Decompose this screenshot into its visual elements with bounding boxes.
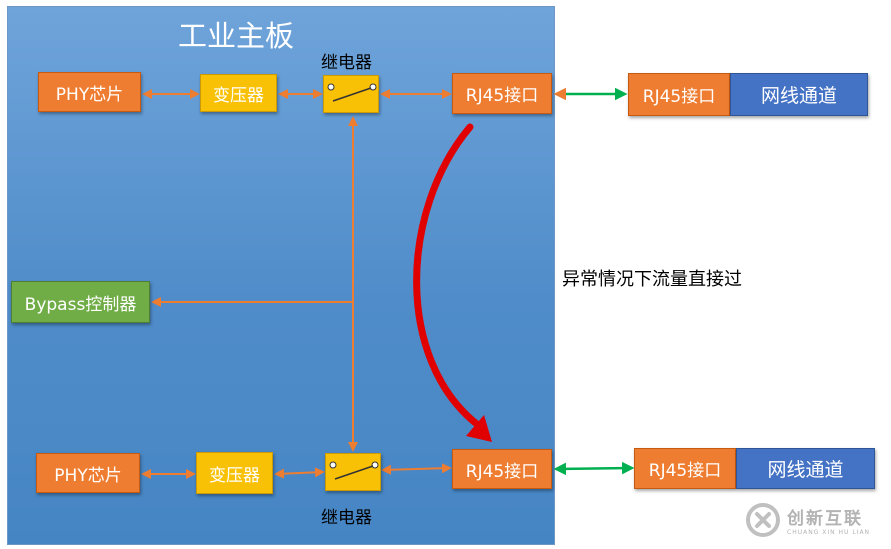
bypass-annotation: 异常情况下流量直接过 xyxy=(562,269,742,290)
top-transformer-label: 变压器 xyxy=(213,85,264,106)
bottom-relay xyxy=(325,453,381,491)
bottom-network-channel: 网线通道 xyxy=(736,448,875,489)
bottom-transformer-relay-link xyxy=(274,467,325,479)
bottom-network-channel-label: 网线通道 xyxy=(767,459,844,481)
bottom-relay-label: 继电器 xyxy=(321,508,372,528)
bottom-rj45-external-link xyxy=(553,461,635,476)
bottom-board-rj45-label: RJ45接口 xyxy=(465,461,539,482)
top-board-rj45-label: RJ45接口 xyxy=(465,86,539,106)
top-external-rj45-port: RJ45接口 xyxy=(628,73,730,116)
bypass-flow-arrowhead xyxy=(466,415,492,442)
switch-icon xyxy=(329,461,379,480)
watermark-cn: 创新互联 xyxy=(787,509,863,529)
bypass-controller: Bypass控制器 xyxy=(11,281,150,323)
top-external-rj45-label: RJ45接口 xyxy=(642,87,716,107)
bottom-phy-chip: PHY芯片 xyxy=(36,453,140,493)
brand-logo-icon xyxy=(746,503,780,537)
bottom-relay-rj45-link xyxy=(381,463,452,475)
bottom-transformer: 变压器 xyxy=(196,452,273,494)
bottom-external-rj45-label: RJ45接口 xyxy=(648,461,722,481)
bottom-external-rj45-port: RJ45接口 xyxy=(634,448,736,489)
top-network-channel-label: 网线通道 xyxy=(760,85,837,107)
board-title: 工业主板 xyxy=(178,19,295,53)
top-transformer: 变压器 xyxy=(200,74,277,112)
bypass-controller-label: Bypass控制器 xyxy=(24,294,137,315)
watermark-en: CHUANG XIN HU LIAN xyxy=(787,529,871,536)
bottom-transformer-label: 变压器 xyxy=(209,465,260,486)
top-relay-label: 继电器 xyxy=(321,53,372,73)
top-board-rj45-port: RJ45接口 xyxy=(452,73,552,114)
top-phy-chip: PHY芯片 xyxy=(38,72,141,112)
switch-icon xyxy=(327,83,377,102)
top-relay xyxy=(323,75,379,113)
bypass-flow-arrow xyxy=(413,123,482,429)
watermark-logo: 创新互联 CHUANG XIN HU LIAN xyxy=(745,497,885,543)
top-phy-chip-label: PHY芯片 xyxy=(55,84,124,105)
bottom-phy-chip-label: PHY芯片 xyxy=(54,465,122,486)
bottom-board-rj45-port: RJ45接口 xyxy=(452,449,552,489)
top-network-channel: 网线通道 xyxy=(730,73,868,116)
